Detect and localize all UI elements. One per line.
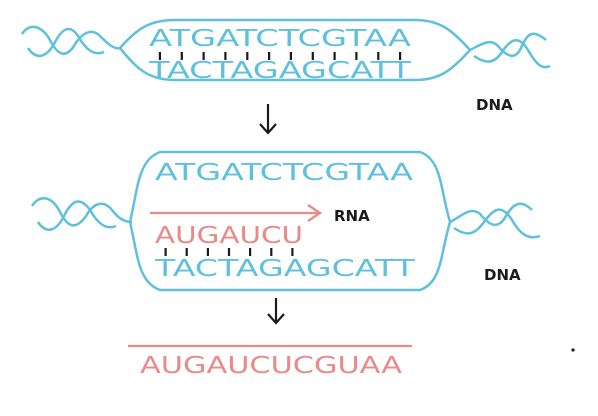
rna-strand: AUGAUCU [155, 223, 303, 249]
rna-label: RNA [334, 207, 370, 225]
dna-helix-right-1b [473, 39, 551, 69]
template-strand-2: TACTAGAGCATT [154, 256, 417, 282]
panel-1-dna: ATGATCTCGTAA TACTAGAGCATT DNA [20, 18, 551, 114]
dna-label-bottom: DNA [484, 266, 521, 284]
dna-label-top: DNA [476, 96, 513, 114]
dna-helix-left-1b [26, 27, 105, 57]
panel-3-mrna: AUGAUCUCGUAA [128, 344, 412, 379]
stray-dot [571, 348, 575, 352]
dna-helix-right-1 [469, 32, 547, 57]
base-pair-ticks-1 [158, 52, 402, 60]
dna-helix-left-2 [30, 197, 133, 227]
dna-helix-right-2 [449, 202, 533, 226]
dna-helix-right-2b [453, 208, 541, 239]
arrow-down-1 [259, 104, 277, 135]
arrow-down-2 [267, 298, 285, 325]
panel-2-transcription: ATGATCTCGTAA RNA AUGAUCU TACTAGAGCATT DN… [30, 150, 541, 292]
coding-strand-2: ATGATCTCGTAA [155, 160, 413, 186]
base-pair-ticks-2 [164, 248, 294, 256]
template-strand-1: TACTAGAGCATT [148, 58, 413, 84]
dna-helix-left-1 [20, 25, 123, 55]
mrna-strand: AUGAUCUCGUAA [140, 353, 402, 379]
rna-direction-arrow [150, 204, 323, 222]
dna-helix-left-2b [36, 200, 117, 231]
coding-strand-1: ATGATCTCGTAA [149, 26, 411, 52]
